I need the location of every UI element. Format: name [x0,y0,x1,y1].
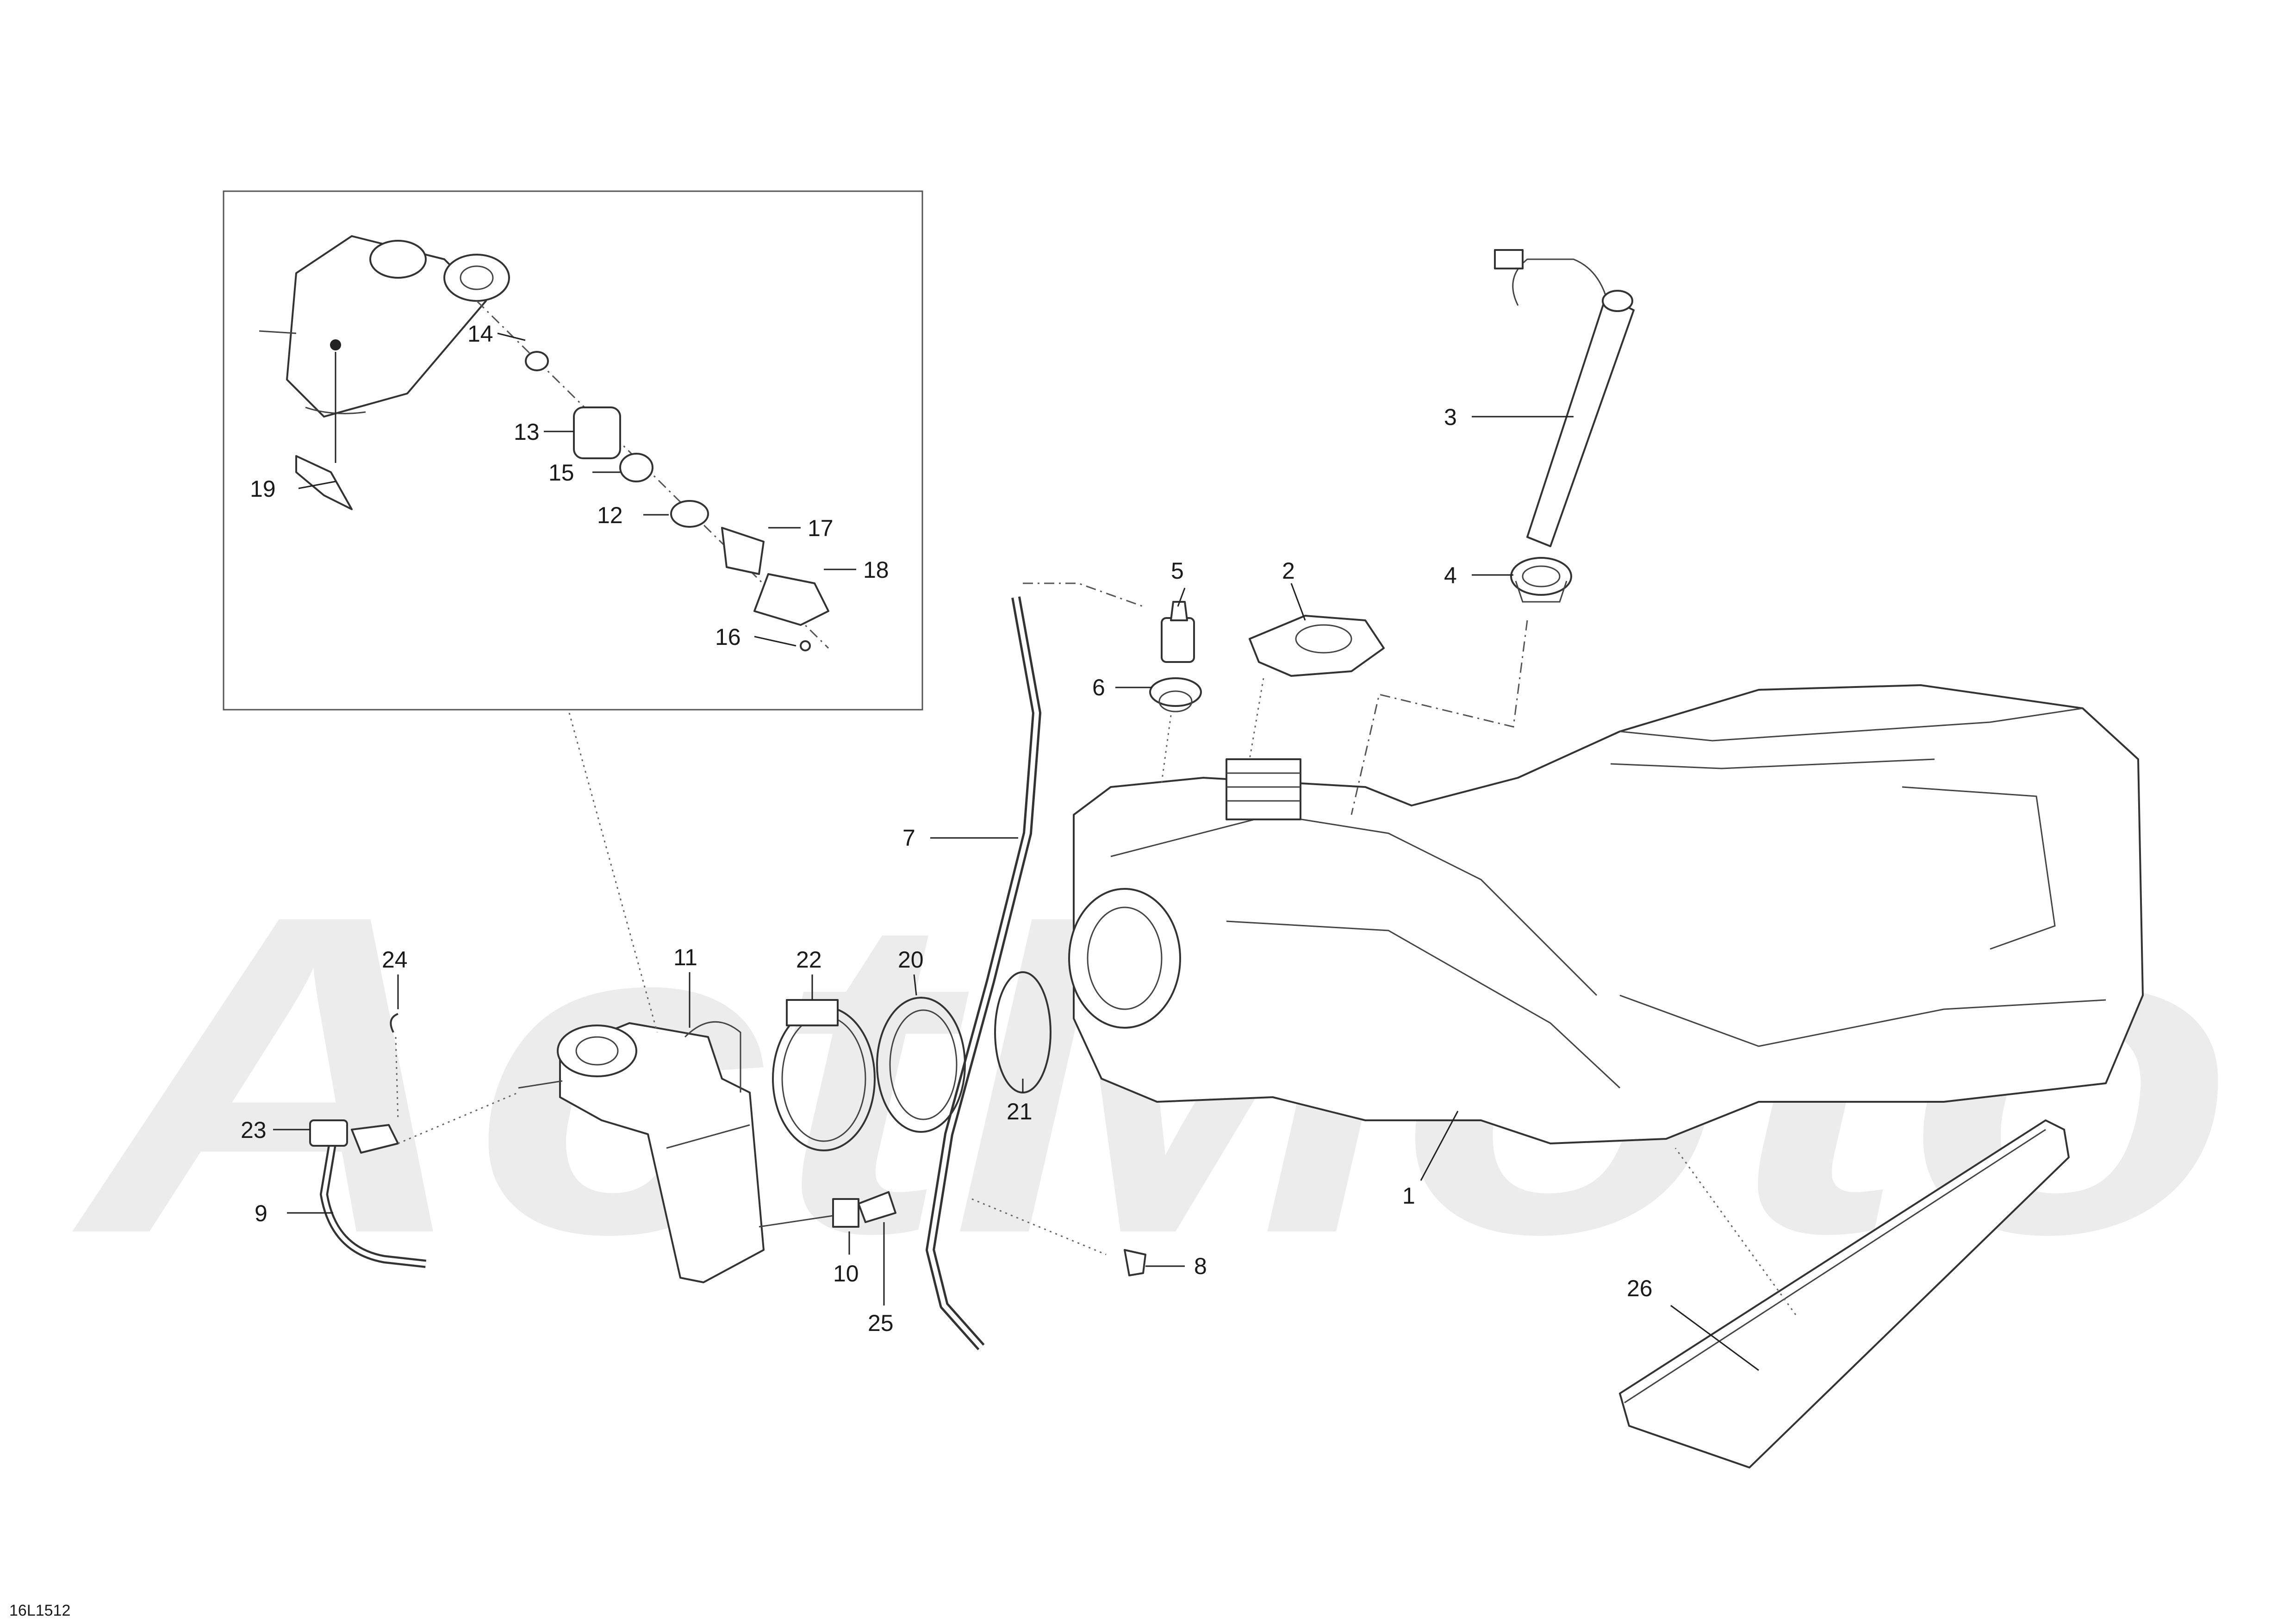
callout-3: 3 [1444,404,1457,430]
callout-8: 8 [1194,1253,1207,1279]
callout-24: 24 [382,947,408,973]
callout-22: 22 [796,947,822,973]
callout-18: 18 [863,557,889,583]
screw-16 [800,640,811,651]
callout-2: 2 [1282,558,1295,584]
callout-21: 21 [1007,1099,1033,1124]
valve-17 [721,527,765,575]
fuel-tank [1068,684,2144,1144]
retaining-clip [390,1013,398,1033]
sender-guide [1350,620,1528,815]
callout-4: 4 [1444,562,1457,588]
fuel-hose [309,1119,426,1268]
filter-13 [573,406,621,459]
callout-6: 6 [1092,675,1105,700]
callout-20: 20 [898,947,924,973]
lock-ring [876,997,966,1133]
seal-15 [619,453,653,482]
outlet-fitting [759,1191,896,1228]
diagram-code: 16L1512 [9,1602,70,1619]
callout-11: 11 [673,944,697,970]
grommet [1510,557,1572,603]
vent-valve [1161,601,1195,663]
callout-12: 12 [597,502,623,528]
o-ring-12 [670,500,709,528]
callout-19: 19 [250,476,276,502]
hose-clamp [772,999,876,1151]
callout-16: 16 [715,624,741,650]
pump-module-inset [259,235,510,510]
callout-15: 15 [548,460,574,486]
callout-14: 14 [467,321,493,347]
vent-grommet [1149,677,1202,712]
callout-13: 13 [514,419,540,445]
callout-7: 7 [902,825,915,851]
inset-link [568,712,658,1033]
callout-10: 10 [833,1261,859,1287]
o-ring-14 [525,351,549,371]
cap-guide [1249,678,1264,760]
gasket-18 [753,573,829,626]
callout-17: 17 [808,515,834,541]
vent-hose-inner [927,597,1039,1349]
level-sender [1494,249,1635,547]
clip [1124,1249,1146,1276]
skid-pad [1619,1119,2070,1468]
callout-23: 23 [241,1117,267,1143]
fuel-pump-module [518,1021,765,1283]
fuel-cap [1249,615,1385,677]
inset-frame [223,190,923,711]
callout-9: 9 [255,1200,268,1226]
callout-5: 5 [1171,558,1184,584]
callouts: 1 2 3 4 5 6 7 8 9 10 11 12 13 14 15 16 1 [241,321,1759,1371]
callout-25: 25 [868,1310,894,1336]
callout-1: 1 [1402,1183,1415,1209]
callout-26: 26 [1627,1275,1653,1301]
